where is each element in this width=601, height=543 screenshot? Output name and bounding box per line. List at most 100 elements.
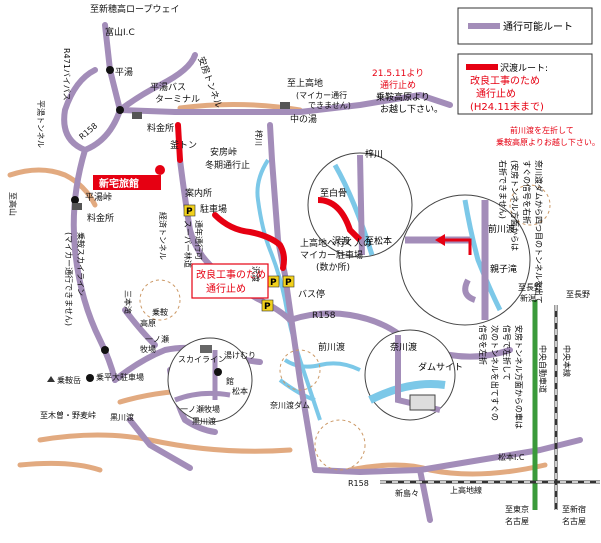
label-r158-top: R158: [78, 121, 100, 141]
legend-sawatari-route: 沢渡ルート:: [500, 62, 548, 74]
rivers: [255, 158, 361, 421]
ryokan-label-box: [93, 175, 161, 190]
notice-abo-2: 信号で左折して: [502, 325, 512, 381]
label-to-takayama: 至高山: [8, 192, 18, 216]
label-norikura-dake: 乗鞍岳: [57, 375, 81, 385]
legend-closure-3: (H24.11末まで): [470, 100, 544, 113]
label-to-kiso: 至木曽・野麦峠: [40, 410, 96, 420]
inset1-kusakawa: 梓川: [365, 148, 383, 160]
label-azusa: 梓川: [254, 130, 264, 146]
inset1-sawando: 沢渡: [332, 235, 350, 247]
svg-text:P: P: [186, 207, 193, 217]
notice-abo-3: 次のトンネルを出てすぐの: [490, 325, 500, 421]
label-keisei-tunnel: 経済トンネル: [158, 212, 168, 260]
legend-closure-1: 改良工事のため: [470, 74, 540, 87]
inset-ichinose: [167, 337, 253, 423]
circle-node-icon: [101, 346, 109, 354]
mountain-peak-icon: [47, 376, 55, 382]
inset3-nagawado: 奈川渡: [390, 341, 417, 353]
label-chuo-expressway: 中央自動車道: [538, 345, 548, 393]
label-year-round-2: スーパー林道: [183, 220, 193, 268]
notices: 21.5.11より 通行止め 乗鞍高原より お越し下さい。 前川渡を左折して 乗…: [372, 68, 600, 429]
closure-box-2: 通行止め: [206, 282, 246, 295]
ryokan-marker-icon: [155, 165, 165, 175]
label-skyline-2: (マイカー通行できません): [64, 232, 74, 326]
inset-maekawado: 前川渡 親子滝: [399, 194, 531, 326]
notice-turn-left-1: 前川渡を左折して: [510, 125, 574, 135]
label-r158-bottom: R158: [348, 479, 369, 488]
label-hirayu-pass: 平湯峠: [85, 191, 112, 203]
label-parking: 駐車場: [200, 203, 227, 215]
label-hirayu-bus: 平湯バス: [150, 82, 186, 93]
label-to-tokyo: 至東京: [505, 504, 529, 514]
label-sawando: 沢渡: [251, 266, 261, 282]
label-year-round-1: 通年通行可: [194, 220, 204, 260]
label-to-nagano-niigata-2: 新潟: [520, 293, 536, 303]
notice-nagawa-1: 奈川渡ダムから四つ目のトンネルを出て: [534, 160, 544, 304]
label-bypass: R471バイパス: [62, 48, 71, 101]
label-to-kamikochi: 至上高地: [287, 77, 323, 89]
notice-date-2: 通行止め: [380, 79, 416, 91]
label-norikura-2: 高原: [140, 318, 156, 328]
inset-nagawado: 奈川渡 ダムサイト: [364, 329, 463, 421]
label-kurokawado-2: 黒川渡: [110, 412, 134, 422]
label-chuo-line: 中央本線: [562, 345, 572, 377]
inset2-maekawado: 前川渡: [488, 223, 515, 235]
label-matsumoto: 松本: [232, 386, 248, 396]
inset1-shiraboshi: 至白骨: [320, 187, 347, 199]
label-matsumoto-ic: 松本I.C: [498, 452, 525, 462]
parking-icon: [261, 299, 274, 312]
svg-text:P: P: [270, 278, 277, 288]
parking-icon: [183, 204, 196, 217]
ryokan-label: 新宅旅館: [99, 177, 139, 190]
legend-passable-route: 通行可能ルート: [503, 20, 573, 33]
label-toyama: 富山I.C: [105, 26, 135, 38]
label-norikura-dai: 乗平大駐車場: [96, 372, 144, 382]
label-skyline-1: 乗鞍スカイライン: [76, 232, 86, 296]
label-mycar-2: できません): [308, 101, 351, 110]
label-skyline: スカイライン: [178, 355, 226, 364]
parking-markers: P P P P: [183, 204, 295, 312]
svg-text:P: P: [264, 302, 271, 312]
label-naka-no-yu: 中の湯: [290, 113, 317, 125]
label-kamikochi-line: 上高地線: [450, 485, 482, 495]
notice-date-4: お越し下さい。: [380, 103, 443, 115]
inset1-matsumoto: 至松本: [365, 235, 392, 247]
legend-closure-2: 通行止め: [476, 87, 516, 100]
notice-date-1: 21.5.11より: [372, 68, 424, 79]
label-mycar-1: (マイカー通行: [296, 90, 347, 100]
parking-icon: [282, 275, 295, 288]
legend: 通行可能ルート 沢渡ルート: 改良工事のため 通行止め (H24.11末まで): [457, 7, 593, 115]
inset-sawando: 梓川 至白骨 沢渡 至松本: [307, 148, 413, 258]
label-kp-1: 上高地へ行く人の: [300, 237, 372, 249]
label-terminal: ターミナル: [155, 94, 200, 105]
label-norikura-1: 乗鞍: [152, 307, 168, 317]
label-shinhotaka: 至新穂高ロープウェイ: [90, 3, 179, 15]
label-bus-stop: バス停: [298, 288, 325, 300]
notice-abo-4: 信号を左折: [478, 325, 488, 365]
label-kurokawado-1: 黒川渡: [192, 416, 216, 426]
notice-nagawa-2: すぐの信号を右折: [522, 160, 532, 224]
label-winter-closure: 冬期通行止: [205, 159, 250, 171]
label-hirayu: 平湯: [115, 67, 133, 78]
notice-date-3: 乗鞍高原より: [376, 91, 430, 103]
label-shin-shimashima: 新島々: [395, 488, 419, 498]
label-info-center: 案内所: [185, 187, 212, 199]
circle-node-icon: [106, 66, 114, 74]
label-to-nagoya: 名古屋: [505, 516, 529, 526]
circle-node-icon: [116, 106, 124, 114]
label-yukemuri-2: 館: [226, 376, 234, 386]
label-abo-pass: 安房峠: [210, 146, 237, 158]
label-sanbontaki: 三本滝: [123, 290, 133, 314]
label-kp-2: マイカー駐車場: [300, 249, 363, 261]
notice-nagawa-3: (安房トンネル方面からは: [510, 160, 520, 251]
label-to-nagoya-2: 名古屋: [562, 516, 586, 526]
label-ichinose: 一ノ瀬: [145, 334, 169, 344]
toll-gate-icon: [280, 102, 290, 109]
nodes: [71, 66, 124, 382]
label-ichinose-bokujo: 一ノ瀬牧場: [180, 404, 220, 414]
label-yukemuri-1: 湯けむり: [224, 350, 256, 360]
svg-text:P: P: [285, 278, 292, 288]
label-kp-3: (数か所): [316, 261, 350, 273]
